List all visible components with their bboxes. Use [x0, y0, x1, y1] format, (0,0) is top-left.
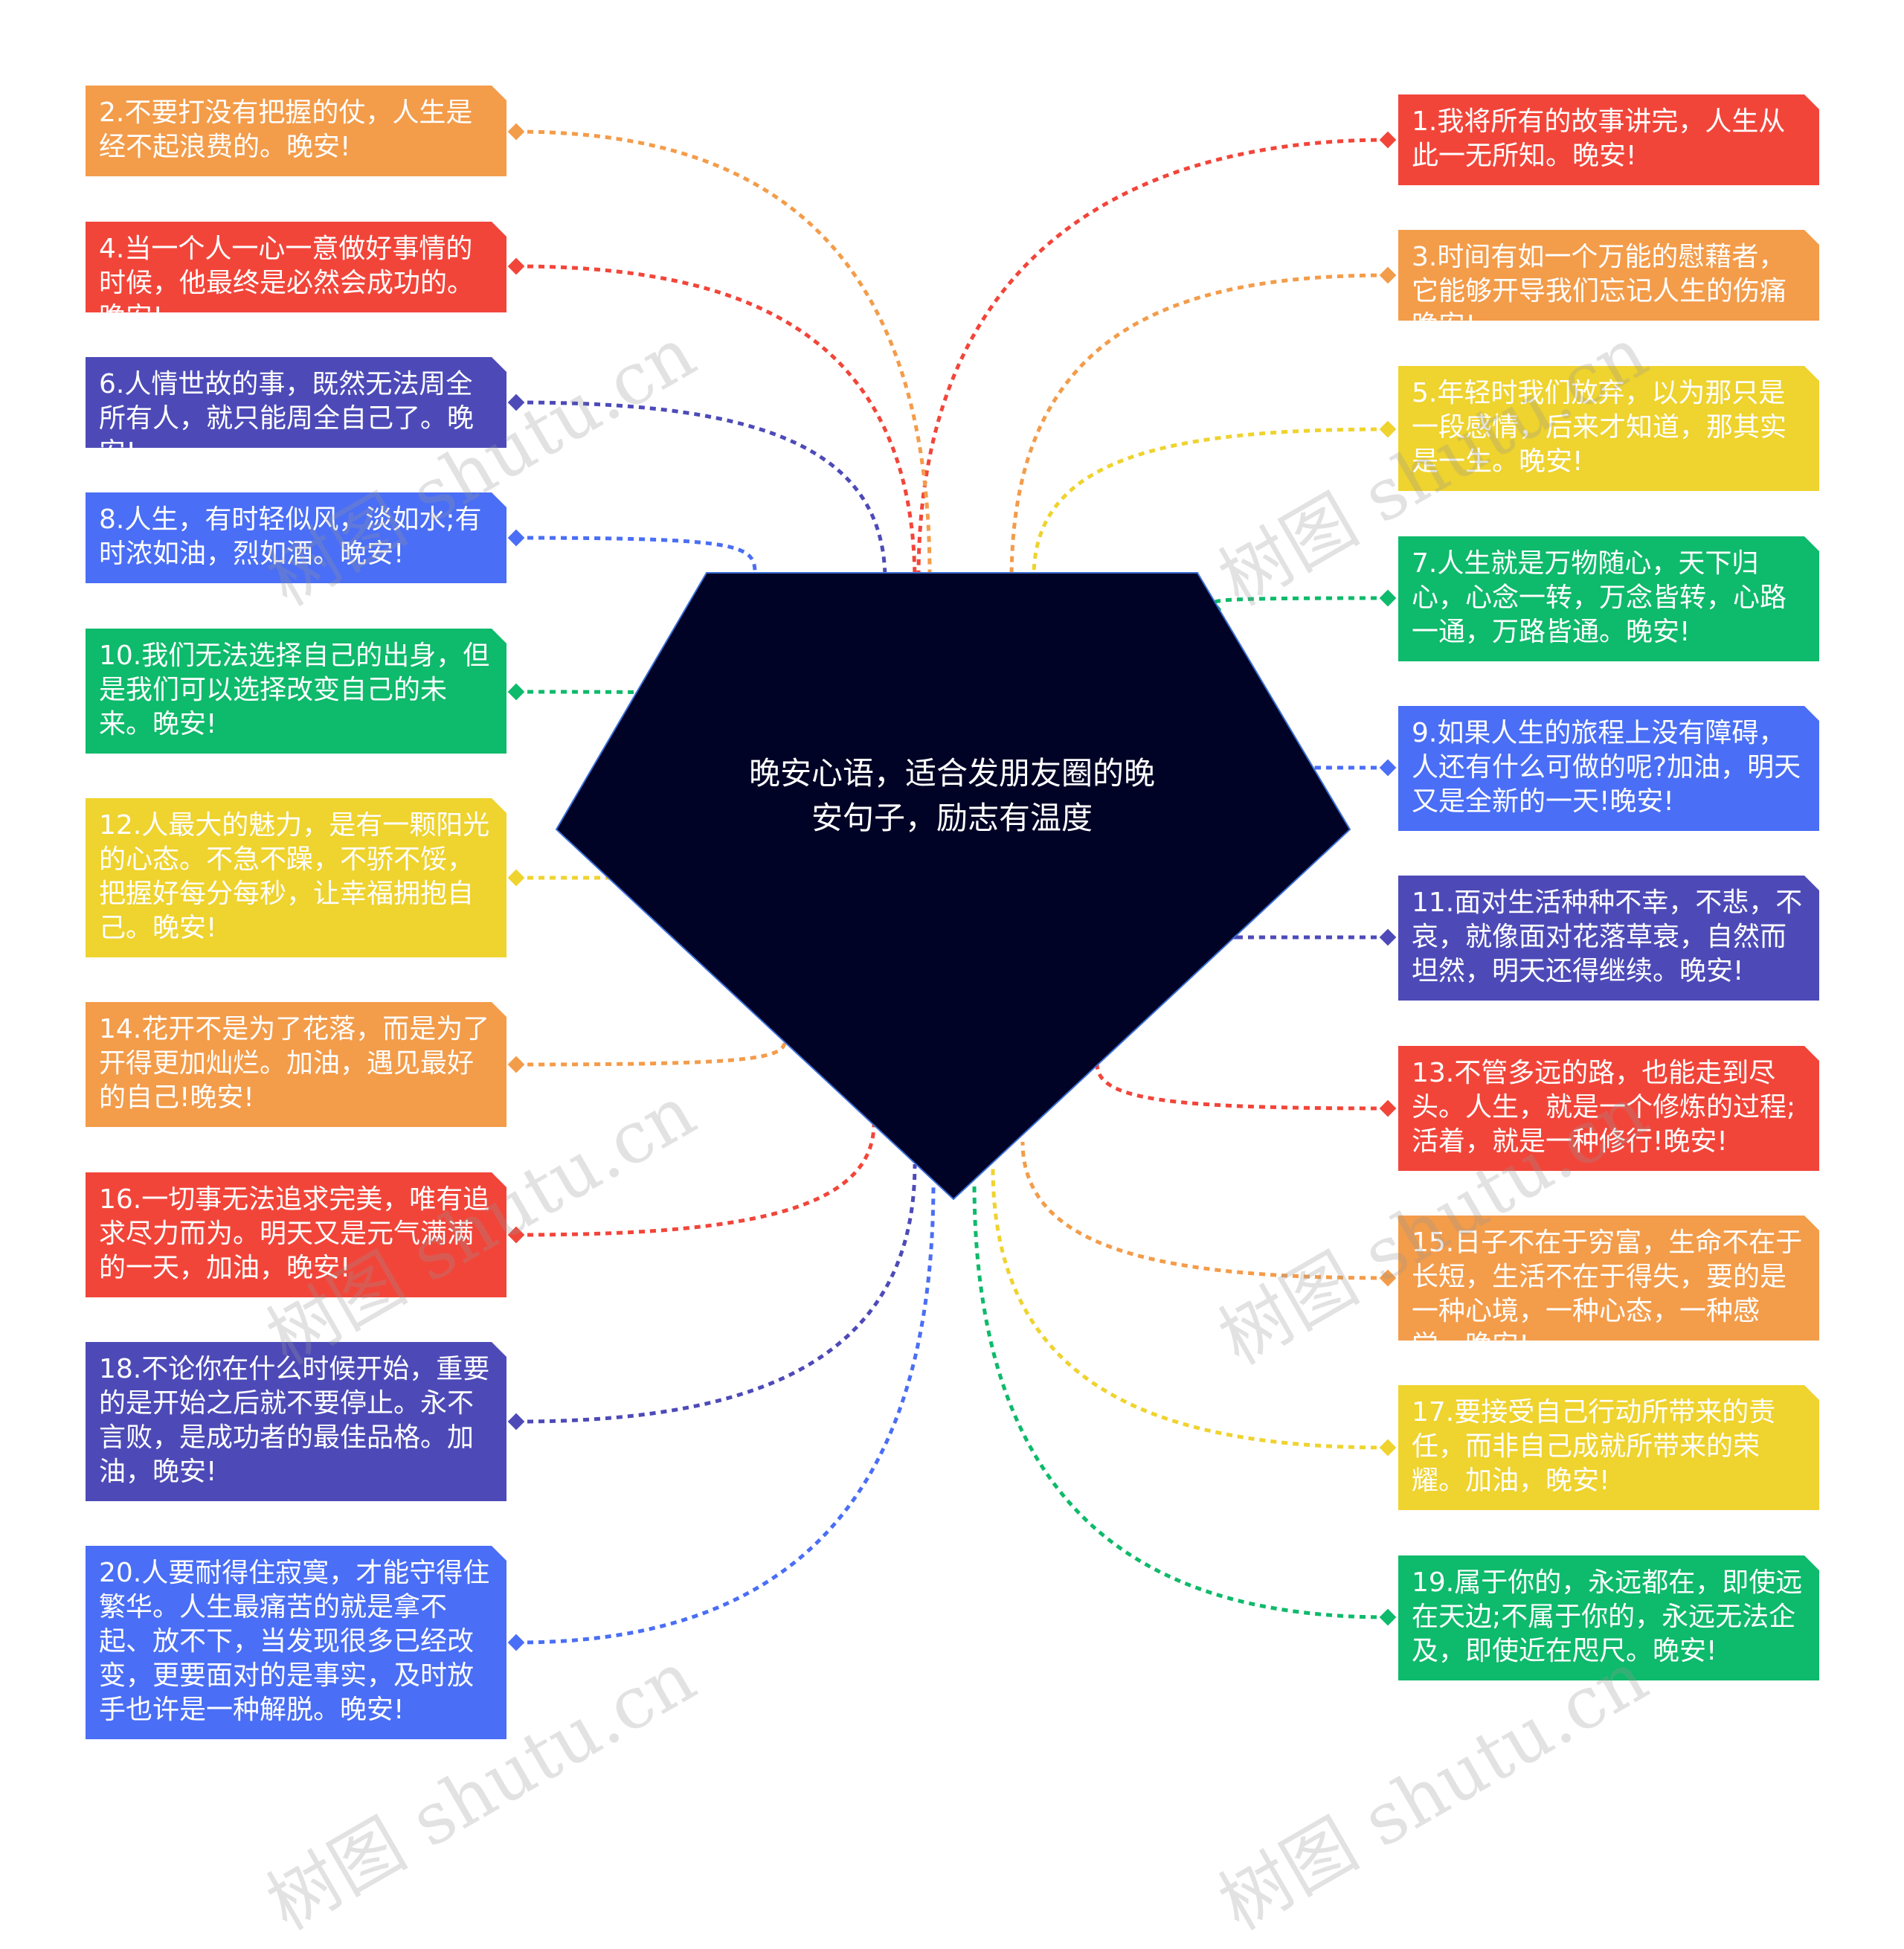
connector-anchor-18 [505, 1410, 527, 1433]
node-11[interactable]: 11.面对生活种种不幸，不悲，不哀，就像面对花落草衰，自然而坦然，明天还得继续。… [1398, 876, 1819, 1001]
connector-anchor-8 [505, 527, 527, 549]
node-12-text: 12.人最大的魅力，是有一颗阳光的心态。不急不躁，不骄不馁，把握好每分每秒，让幸… [99, 810, 490, 943]
node-2-text: 2.不要打没有把握的仗，人生是经不起浪费的。晚安! [99, 97, 473, 162]
connector-anchor-5 [1377, 418, 1399, 440]
node-9[interactable]: 9.如果人生的旅程上没有障碍，人还有什么可做的呢?加油，明天又是全新的一天!晚安… [1398, 706, 1819, 831]
connector-17 [991, 1167, 1389, 1450]
node-4-text: 4.当一个人一心一意做好事情的时候，他最终是必然会成功的。晚安! [99, 234, 475, 333]
node-13[interactable]: 13.不管多远的路，也能走到尽头。人生，就是一个修炼的过程;活着，就是一种修行!… [1398, 1046, 1819, 1171]
node-14-text: 14.花开不是为了花落，而是为了开得更加灿烂。加油，遇见最好的自己!晚安! [99, 1014, 490, 1113]
connector-anchor-4 [505, 255, 527, 277]
node-7-text: 7.人生就是万物随心，天下归心，心念一转，万念皆转，心路一通，万路皆通。晚安! [1412, 548, 1787, 647]
connector-4 [515, 264, 917, 585]
node-11-text: 11.面对生活种种不幸，不悲，不哀，就像面对花落草衰，自然而坦然，明天还得继续。… [1412, 887, 1803, 986]
node-10[interactable]: 10.我们无法选择自己的出身，但是我们可以选择改变自己的未来。晚安! [86, 629, 506, 754]
connector-anchor-17 [1377, 1436, 1399, 1459]
node-9-text: 9.如果人生的旅程上没有障碍，人还有什么可做的呢?加油，明天又是全新的一天!晚安… [1412, 718, 1801, 817]
node-17[interactable]: 17.要接受自己行动所带来的责任，而非自己成就所带来的荣耀。加油，晚安! [1398, 1385, 1819, 1510]
connector-13 [1095, 1063, 1389, 1111]
connector-19 [972, 1182, 1389, 1619]
node-3[interactable]: 3.时间有如一个万能的慰藉者，它能够开导我们忘记人生的伤痛晚安! [1398, 230, 1819, 321]
connector-anchor-13 [1377, 1097, 1399, 1120]
node-13-text: 13.不管多远的路，也能走到尽头。人生，就是一个修炼的过程;活着，就是一种修行!… [1412, 1058, 1796, 1157]
connector-18 [515, 1163, 917, 1424]
node-8[interactable]: 8.人生，有时轻似风，淡如水;有时浓如油，烈如酒。晚安! [86, 492, 506, 583]
connector-5 [1032, 427, 1389, 577]
connector-anchor-19 [1377, 1606, 1399, 1628]
connector-14 [515, 1041, 787, 1067]
node-12[interactable]: 12.人最大的魅力，是有一颗阳光的心态。不急不躁，不骄不馁，把握好每分每秒，让幸… [86, 798, 506, 957]
connector-2 [515, 129, 932, 577]
connector-anchor-9 [1377, 757, 1399, 779]
node-4[interactable]: 4.当一个人一心一意做好事情的时候，他最终是必然会成功的。晚安! [86, 222, 506, 312]
node-16[interactable]: 16.一切事无法追求完美，唯有追求尽力而为。明天又是元气满满的一天，加油，晚安! [86, 1172, 506, 1297]
node-1-text: 1.我将所有的故事讲完，人生从此一无所知。晚安! [1412, 106, 1786, 171]
node-3-text: 3.时间有如一个万能的慰藉者，它能够开导我们忘记人生的伤痛晚安! [1412, 242, 1787, 341]
center-title: 晚安心语，适合发朋友圈的晚安句子，励志有温度 [748, 755, 1155, 836]
node-5-text: 5.年轻时我们放弃，以为那只是一段感情，后来才知道，那其实是一生。晚安! [1412, 378, 1787, 477]
node-19[interactable]: 19.属于你的，永远都在，即使远在天边;不属于你的，永远无法企及，即使近在咫尺。… [1398, 1555, 1819, 1680]
connector-16 [515, 1123, 876, 1237]
node-5[interactable]: 5.年轻时我们放弃，以为那只是一段感情，后来才知道，那其实是一生。晚安! [1398, 366, 1819, 491]
node-16-text: 16.一切事无法追求完美，唯有追求尽力而为。明天又是元气满满的一天，加油，晚安! [99, 1184, 490, 1283]
node-7[interactable]: 7.人生就是万物随心，天下归心，心念一转，万念皆转，心路一通，万路皆通。晚安! [1398, 536, 1819, 661]
connector-anchor-3 [1377, 264, 1399, 286]
connector-anchor-11 [1377, 926, 1399, 948]
node-15[interactable]: 15.日子不在于穷富，生命不在于长短，生活不在于得失，要的是一种心境，一种心态，… [1398, 1216, 1819, 1340]
connector-anchor-14 [505, 1053, 527, 1076]
connector-1 [916, 138, 1389, 577]
node-18[interactable]: 18.不论你在什么时候开始，重要的是开始之后就不要停止。永不言败，是成功者的最佳… [86, 1342, 506, 1501]
connector-8 [515, 536, 757, 574]
connector-anchor-6 [505, 391, 527, 414]
connector-anchor-7 [1377, 587, 1399, 609]
node-20-text: 20.人要耐得住寂寞，才能守得住繁华。人生最痛苦的就是拿不起、放不下，当发现很多… [99, 1558, 490, 1725]
connector-anchor-1 [1377, 129, 1399, 151]
node-8-text: 8.人生，有时轻似风，淡如水;有时浓如油，烈如酒。晚安! [99, 504, 482, 569]
connector-7 [1212, 596, 1389, 612]
connector-3 [1009, 273, 1389, 581]
node-17-text: 17.要接受自己行动所带来的责任，而非自己成就所带来的荣耀。加油，晚安! [1412, 1397, 1776, 1496]
node-19-text: 19.属于你的，永远都在，即使远在天边;不属于你的，永远无法企及，即使近在咫尺。… [1412, 1567, 1803, 1666]
connector-6 [515, 400, 887, 581]
node-6[interactable]: 6.人情世故的事，既然无法周全所有人，就只能周全自己了。晚安! [86, 357, 506, 448]
connector-anchor-20 [505, 1631, 527, 1654]
connector-15 [1020, 1141, 1389, 1280]
connector-anchor-15 [1377, 1267, 1399, 1289]
connector-20 [515, 1182, 936, 1645]
connector-layer [505, 121, 1399, 1654]
connector-anchor-16 [505, 1224, 527, 1246]
center-pentagon-shape[interactable] [555, 572, 1351, 1201]
node-18-text: 18.不论你在什么时候开始，重要的是开始之后就不要停止。永不言败，是成功者的最佳… [99, 1354, 490, 1487]
connector-anchor-12 [505, 867, 527, 889]
connector-anchor-2 [505, 121, 527, 143]
node-1[interactable]: 1.我将所有的故事讲完，人生从此一无所知。晚安! [1398, 94, 1819, 185]
node-2[interactable]: 2.不要打没有把握的仗，人生是经不起浪费的。晚安! [86, 86, 506, 176]
node-10-text: 10.我们无法选择自己的出身，但是我们可以选择改变自己的未来。晚安! [99, 640, 490, 739]
connector-anchor-10 [505, 681, 527, 703]
center-node[interactable] [0, 0, 1904, 1825]
node-14[interactable]: 14.花开不是为了花落，而是为了开得更加灿烂。加油，遇见最好的自己!晚安! [86, 1002, 506, 1127]
node-15-text: 15.日子不在于穷富，生命不在于长短，生活不在于得失，要的是一种心境，一种心态，… [1412, 1227, 1803, 1361]
node-20[interactable]: 20.人要耐得住寂寞，才能守得住繁华。人生最痛苦的就是拿不起、放不下，当发现很多… [86, 1546, 506, 1739]
